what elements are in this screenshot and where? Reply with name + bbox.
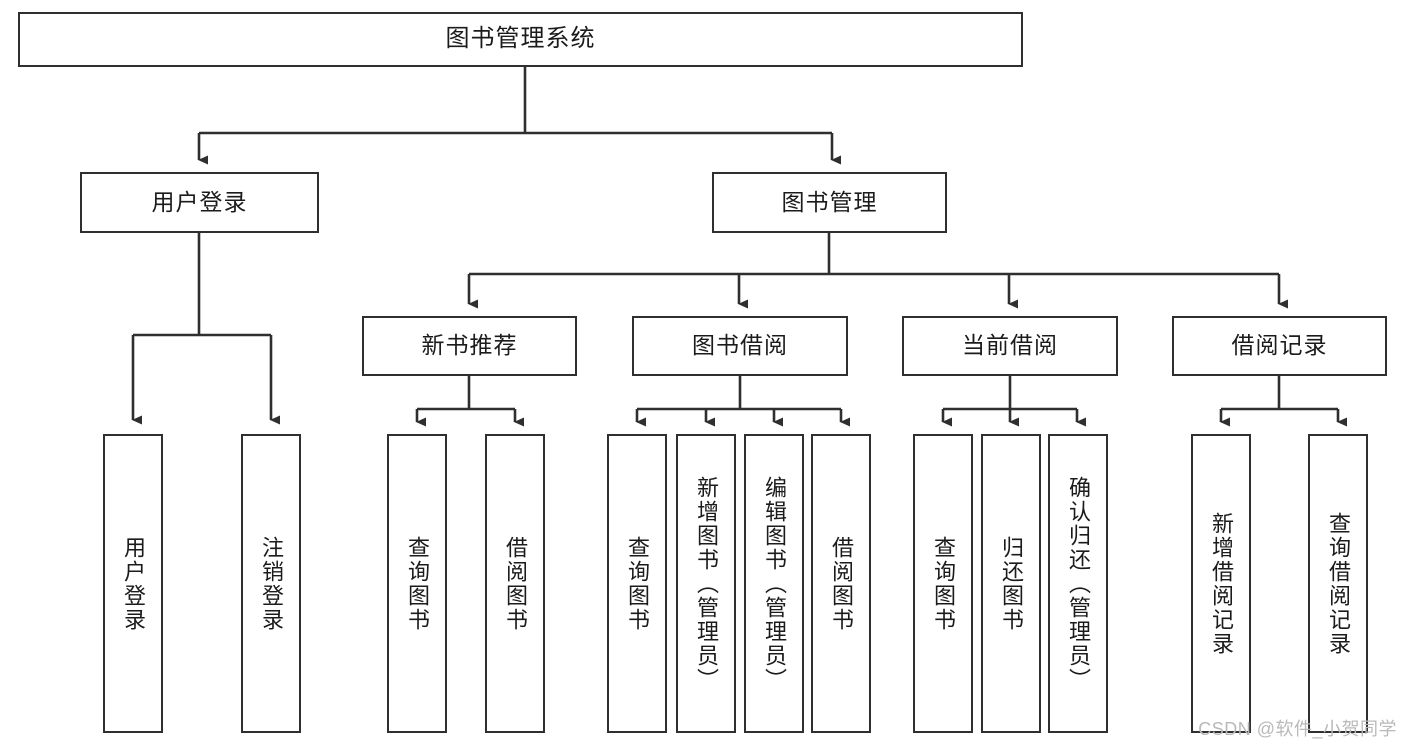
leaf-borrow-book-2-label: 借阅图书 [828,535,854,632]
leaf-logout[interactable]: 注销登录 [241,434,301,733]
leaf-confirm-return[interactable]: 确认归还（管理员） [1048,434,1108,733]
node-book-manage-label: 图书管理 [781,188,878,215]
leaf-query-book-1-label: 查询图书 [404,535,430,632]
leaf-query-book-1[interactable]: 查询图书 [387,434,447,733]
leaf-borrow-book-1[interactable]: 借阅图书 [485,434,545,733]
leaf-confirm-return-label: 确认归还（管理员） [1065,475,1091,692]
node-root[interactable]: 图书管理系统 [18,12,1023,67]
node-current-borrow-label: 当前借阅 [962,332,1058,359]
leaf-query-book-3-label: 查询图书 [930,535,956,632]
node-root-label: 图书管理系统 [445,25,596,53]
leaf-return-book-label: 归还图书 [998,535,1024,632]
leaf-add-record[interactable]: 新增借阅记录 [1191,434,1251,733]
node-user-login-label: 用户登录 [151,188,248,215]
leaf-add-book-label: 新增图书（管理员） [693,475,719,692]
leaf-user-login-label: 用户登录 [120,535,146,632]
leaf-query-book-2[interactable]: 查询图书 [607,434,667,733]
leaf-add-book[interactable]: 新增图书（管理员） [676,434,736,733]
leaf-logout-label: 注销登录 [258,535,284,632]
node-user-login[interactable]: 用户登录 [80,172,319,233]
node-borrow-record-label: 借阅记录 [1231,332,1328,359]
leaf-return-book[interactable]: 归还图书 [981,434,1041,733]
leaf-borrow-book-2[interactable]: 借阅图书 [811,434,871,733]
leaf-query-book-2-label: 查询图书 [624,535,650,632]
node-current-borrow[interactable]: 当前借阅 [902,316,1118,376]
leaf-query-record-label: 查询借阅记录 [1325,511,1351,656]
leaf-edit-book-label: 编辑图书（管理员） [761,475,787,692]
node-book-manage[interactable]: 图书管理 [712,172,947,233]
node-new-book-rec[interactable]: 新书推荐 [362,316,577,376]
watermark: CSDN @软件_小贺同学 [1198,719,1397,739]
leaf-user-login[interactable]: 用户登录 [103,434,163,733]
leaf-query-book-3[interactable]: 查询图书 [913,434,973,733]
node-book-borrow[interactable]: 图书借阅 [632,316,848,376]
leaf-add-record-label: 新增借阅记录 [1208,511,1234,656]
node-book-borrow-label: 图书借阅 [692,332,788,359]
node-borrow-record[interactable]: 借阅记录 [1172,316,1387,376]
leaf-edit-book[interactable]: 编辑图书（管理员） [744,434,804,733]
leaf-borrow-book-1-label: 借阅图书 [502,535,528,632]
leaf-query-record[interactable]: 查询借阅记录 [1308,434,1368,733]
node-new-book-rec-label: 新书推荐 [421,332,518,359]
